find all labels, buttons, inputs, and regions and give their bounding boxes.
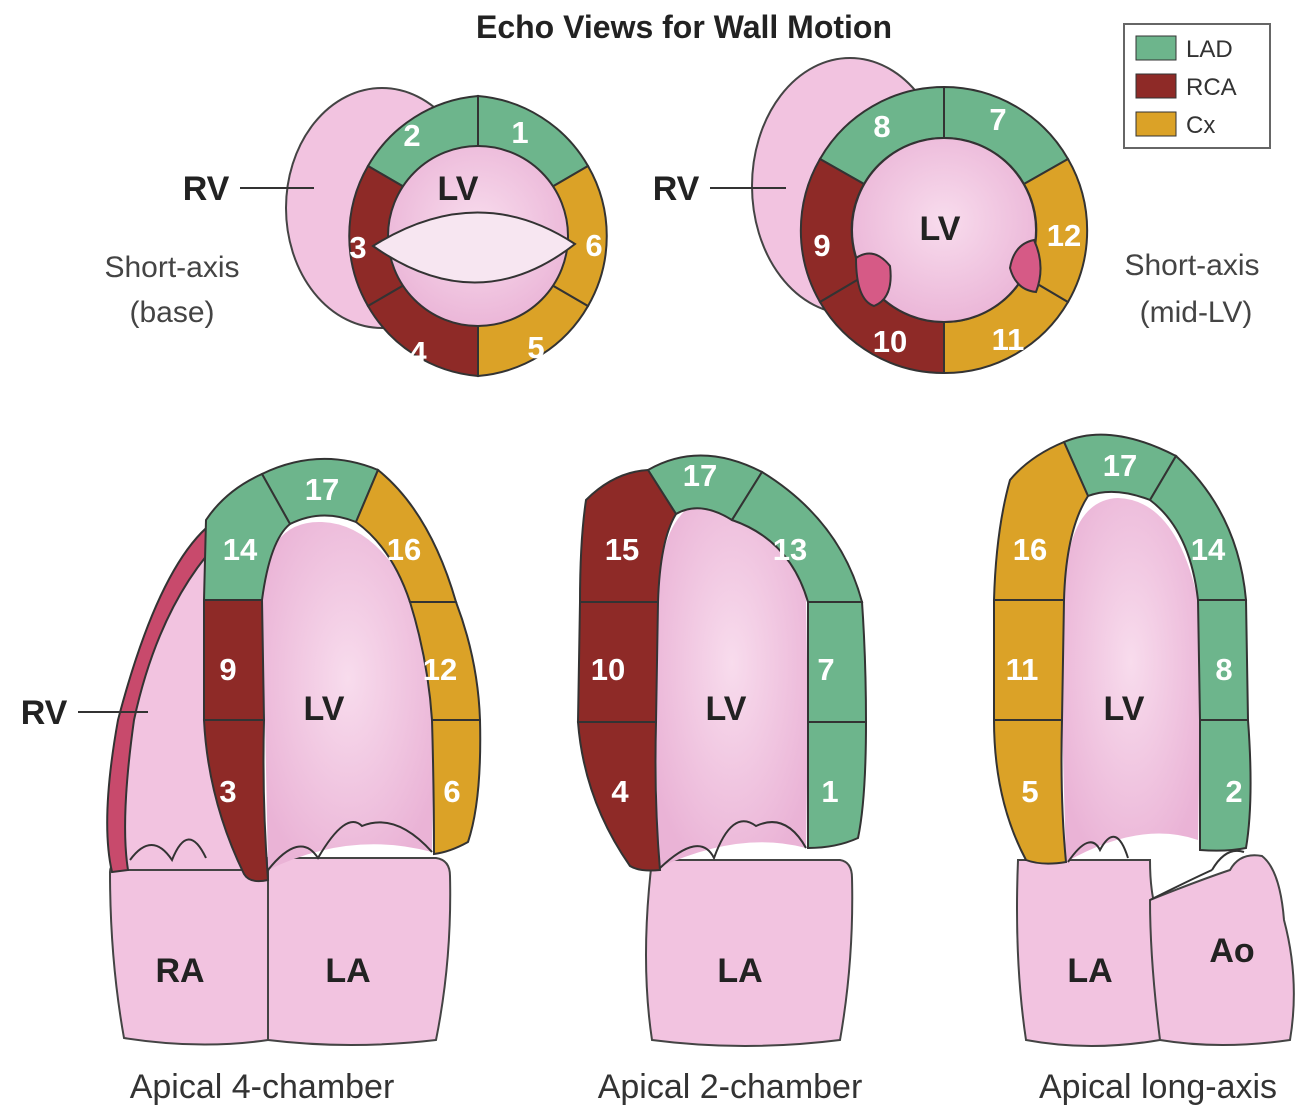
segment-14-label: 14 bbox=[1191, 532, 1226, 567]
la-label: LA bbox=[717, 952, 762, 990]
ra-label: RA bbox=[155, 952, 204, 990]
segment-11-label: 11 bbox=[1006, 652, 1039, 687]
svg-text:LAD: LAD bbox=[1186, 36, 1233, 63]
view-caption: Apical long-axis bbox=[1039, 1068, 1277, 1106]
segment-1-label: 1 bbox=[821, 774, 838, 809]
segment-15-label: 15 bbox=[605, 532, 639, 567]
segment-3-label: 3 bbox=[219, 774, 236, 809]
view-caption: Apical 2-chamber bbox=[598, 1068, 863, 1106]
segment-16-label: 16 bbox=[1013, 532, 1047, 567]
apical-long-axis-view: LV LA Ao 17 16 14 11 8 5 2 Apical long-a… bbox=[994, 435, 1294, 1106]
segment-12-label: 12 bbox=[423, 652, 457, 687]
segment-17-label: 17 bbox=[683, 458, 717, 493]
segment-6-label: 6 bbox=[585, 228, 602, 263]
segment-2-label: 2 bbox=[403, 118, 420, 153]
caption-line-2: (mid-LV) bbox=[1140, 296, 1253, 329]
short-axis-base-view: RV LV 1 2 3 4 5 6 Short-axis (base) bbox=[104, 88, 606, 376]
lv-label: LV bbox=[706, 690, 747, 728]
segment-4-label: 4 bbox=[611, 774, 629, 809]
segment-12-label: 12 bbox=[1047, 218, 1081, 253]
segment-13-label: 13 bbox=[773, 532, 807, 567]
rv-label: RV bbox=[21, 694, 68, 732]
view-caption: Apical 4-chamber bbox=[130, 1068, 395, 1106]
svg-text:Cx: Cx bbox=[1186, 112, 1215, 139]
segment-17-label: 17 bbox=[1103, 448, 1137, 483]
lv-label: LV bbox=[920, 210, 961, 248]
rv-label: RV bbox=[183, 170, 230, 208]
segment-7-label: 7 bbox=[817, 652, 834, 687]
segment-2-label: 2 bbox=[1225, 774, 1242, 809]
segment-7-label: 7 bbox=[989, 102, 1006, 137]
segment-8-label: 8 bbox=[873, 109, 890, 144]
segment-16-label: 16 bbox=[387, 532, 421, 567]
segment-9-label: 9 bbox=[219, 652, 236, 687]
caption-line-2: (base) bbox=[129, 296, 214, 329]
la-label: LA bbox=[1067, 952, 1112, 990]
segment-10-label: 10 bbox=[591, 652, 625, 687]
lv-label: LV bbox=[1104, 690, 1145, 728]
la-label: LA bbox=[325, 952, 370, 990]
segment-9-label: 9 bbox=[813, 228, 830, 263]
lv-label: LV bbox=[304, 690, 345, 728]
segment-17-label: 17 bbox=[305, 472, 339, 507]
legend-item-cx: Cx bbox=[1136, 112, 1215, 139]
legend-item-rca: RCA bbox=[1136, 74, 1237, 101]
legend: LAD RCA Cx bbox=[1124, 24, 1270, 148]
apical-4-chamber-view: RV LV RA LA 17 14 16 9 12 3 6 Apical 4-c… bbox=[21, 459, 481, 1106]
segment-10-label: 10 bbox=[873, 324, 907, 359]
diagram-title: Echo Views for Wall Motion bbox=[476, 9, 892, 45]
segment-6-label: 6 bbox=[443, 774, 460, 809]
segment-5-label: 5 bbox=[527, 330, 544, 365]
segment-14-label: 14 bbox=[223, 532, 258, 567]
apical-2-chamber-view: LV LA 17 15 13 10 7 4 1 Apical 2-chamber bbox=[578, 455, 866, 1106]
segment-1-label: 1 bbox=[511, 115, 528, 150]
segment-8-label: 8 bbox=[1215, 652, 1232, 687]
segment-11-label: 11 bbox=[992, 322, 1025, 357]
segment-3-label: 3 bbox=[349, 230, 366, 265]
segment-4-label: 4 bbox=[409, 335, 427, 370]
svg-text:RCA: RCA bbox=[1186, 74, 1237, 101]
caption-line-1: Short-axis bbox=[104, 251, 239, 284]
lv-cavity bbox=[1062, 498, 1200, 862]
rv-label: RV bbox=[653, 170, 700, 208]
caption-line-1: Short-axis bbox=[1124, 249, 1259, 282]
segment-5-label: 5 bbox=[1021, 774, 1038, 809]
lv-label: LV bbox=[438, 170, 479, 208]
ao-label: Ao bbox=[1209, 932, 1254, 970]
